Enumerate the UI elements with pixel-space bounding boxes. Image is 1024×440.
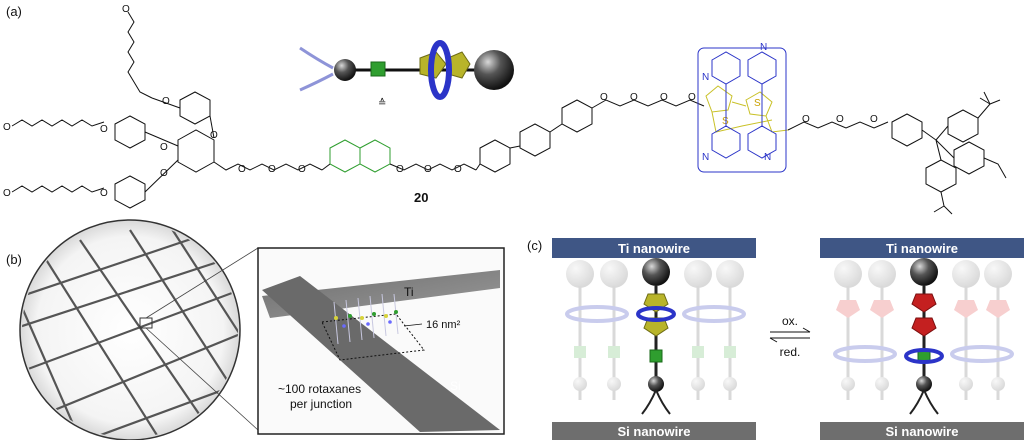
ti-label: Ti (404, 285, 414, 299)
svg-text:O: O (160, 168, 168, 179)
rotaxane-reduced (636, 258, 676, 415)
svg-text:O: O (600, 92, 608, 103)
svg-text:O: O (100, 188, 108, 199)
ox-label: ox. (782, 314, 798, 328)
rotaxane-count-line1: ~100 rotaxanes (278, 382, 361, 396)
svg-text:O: O (870, 114, 878, 125)
si-nanowire-label-left: Si nanowire (618, 424, 691, 439)
svg-text:N: N (702, 152, 709, 163)
panel-c-label: (c) (527, 238, 543, 253)
naphthalene-unit (329, 139, 391, 173)
faded-rotaxanes-right (833, 260, 1014, 400)
si-label: Si (450, 379, 461, 393)
rotaxane-oxidized (904, 258, 944, 415)
stopper-large-icon (474, 50, 514, 90)
nanowire-grid (22, 225, 238, 438)
compound-number: 20 (414, 190, 428, 205)
naphthalene-station-icon (370, 61, 386, 77)
panel-b-label: (b) (6, 252, 22, 267)
svg-text:O: O (802, 114, 810, 125)
equiv-symbol: ≙ (378, 97, 386, 109)
svg-text:O: O (162, 96, 170, 107)
svg-text:O: O (424, 164, 432, 175)
si-wire (262, 276, 500, 432)
svg-text:O: O (122, 4, 130, 15)
svg-text:N: N (760, 42, 767, 53)
panel-c: Ti nanowire Si nanowire (552, 238, 1024, 440)
red-label: red. (780, 345, 801, 359)
svg-text:O: O (630, 92, 638, 103)
svg-text:N: N (702, 72, 709, 83)
faded-rotaxanes-left (565, 260, 746, 400)
ttf-unit (705, 85, 789, 133)
rotaxane-count-line2: per junction (290, 397, 352, 411)
svg-text:O: O (268, 164, 276, 175)
rotaxane-cartoon (299, 40, 514, 100)
svg-text:O: O (836, 114, 844, 125)
ti-nanowire-bar-right (820, 238, 1024, 258)
svg-text:O: O (100, 124, 108, 135)
si-nanowire-bar-right (820, 422, 1024, 440)
svg-text:O: O (688, 92, 696, 103)
ring-icon (428, 40, 452, 100)
svg-text:O: O (396, 164, 404, 175)
svg-text:O: O (210, 130, 218, 141)
si-nanowire-label-right: Si nanowire (886, 424, 959, 439)
area-label: 16 nm² (426, 319, 461, 331)
ti-nanowire-label-right: Ti nanowire (886, 241, 958, 256)
cyclophane-ring (697, 47, 787, 173)
panel-a-structure: ≙ O O O O O O O O O O O O (3, 4, 1007, 215)
svg-text:O: O (160, 142, 168, 153)
ti-nanowire-label-left: Ti nanowire (618, 241, 690, 256)
svg-text:N: N (764, 152, 771, 163)
panel-b: Ti Si 16 nm² ~100 rotaxanes per junction (19, 219, 505, 440)
rotaxane-array (333, 293, 399, 345)
svg-text:S: S (754, 98, 761, 109)
panel-a-label: (a) (6, 4, 22, 19)
svg-text:O: O (298, 164, 306, 175)
ti-nanowire-bar-left (552, 238, 756, 258)
stopper-small-icon (334, 59, 356, 81)
svg-text:O: O (3, 188, 11, 199)
svg-text:O: O (3, 122, 11, 133)
si-nanowire-bar-left (552, 422, 756, 440)
svg-text:O: O (660, 92, 668, 103)
svg-text:O: O (454, 164, 462, 175)
svg-text:O: O (238, 164, 246, 175)
